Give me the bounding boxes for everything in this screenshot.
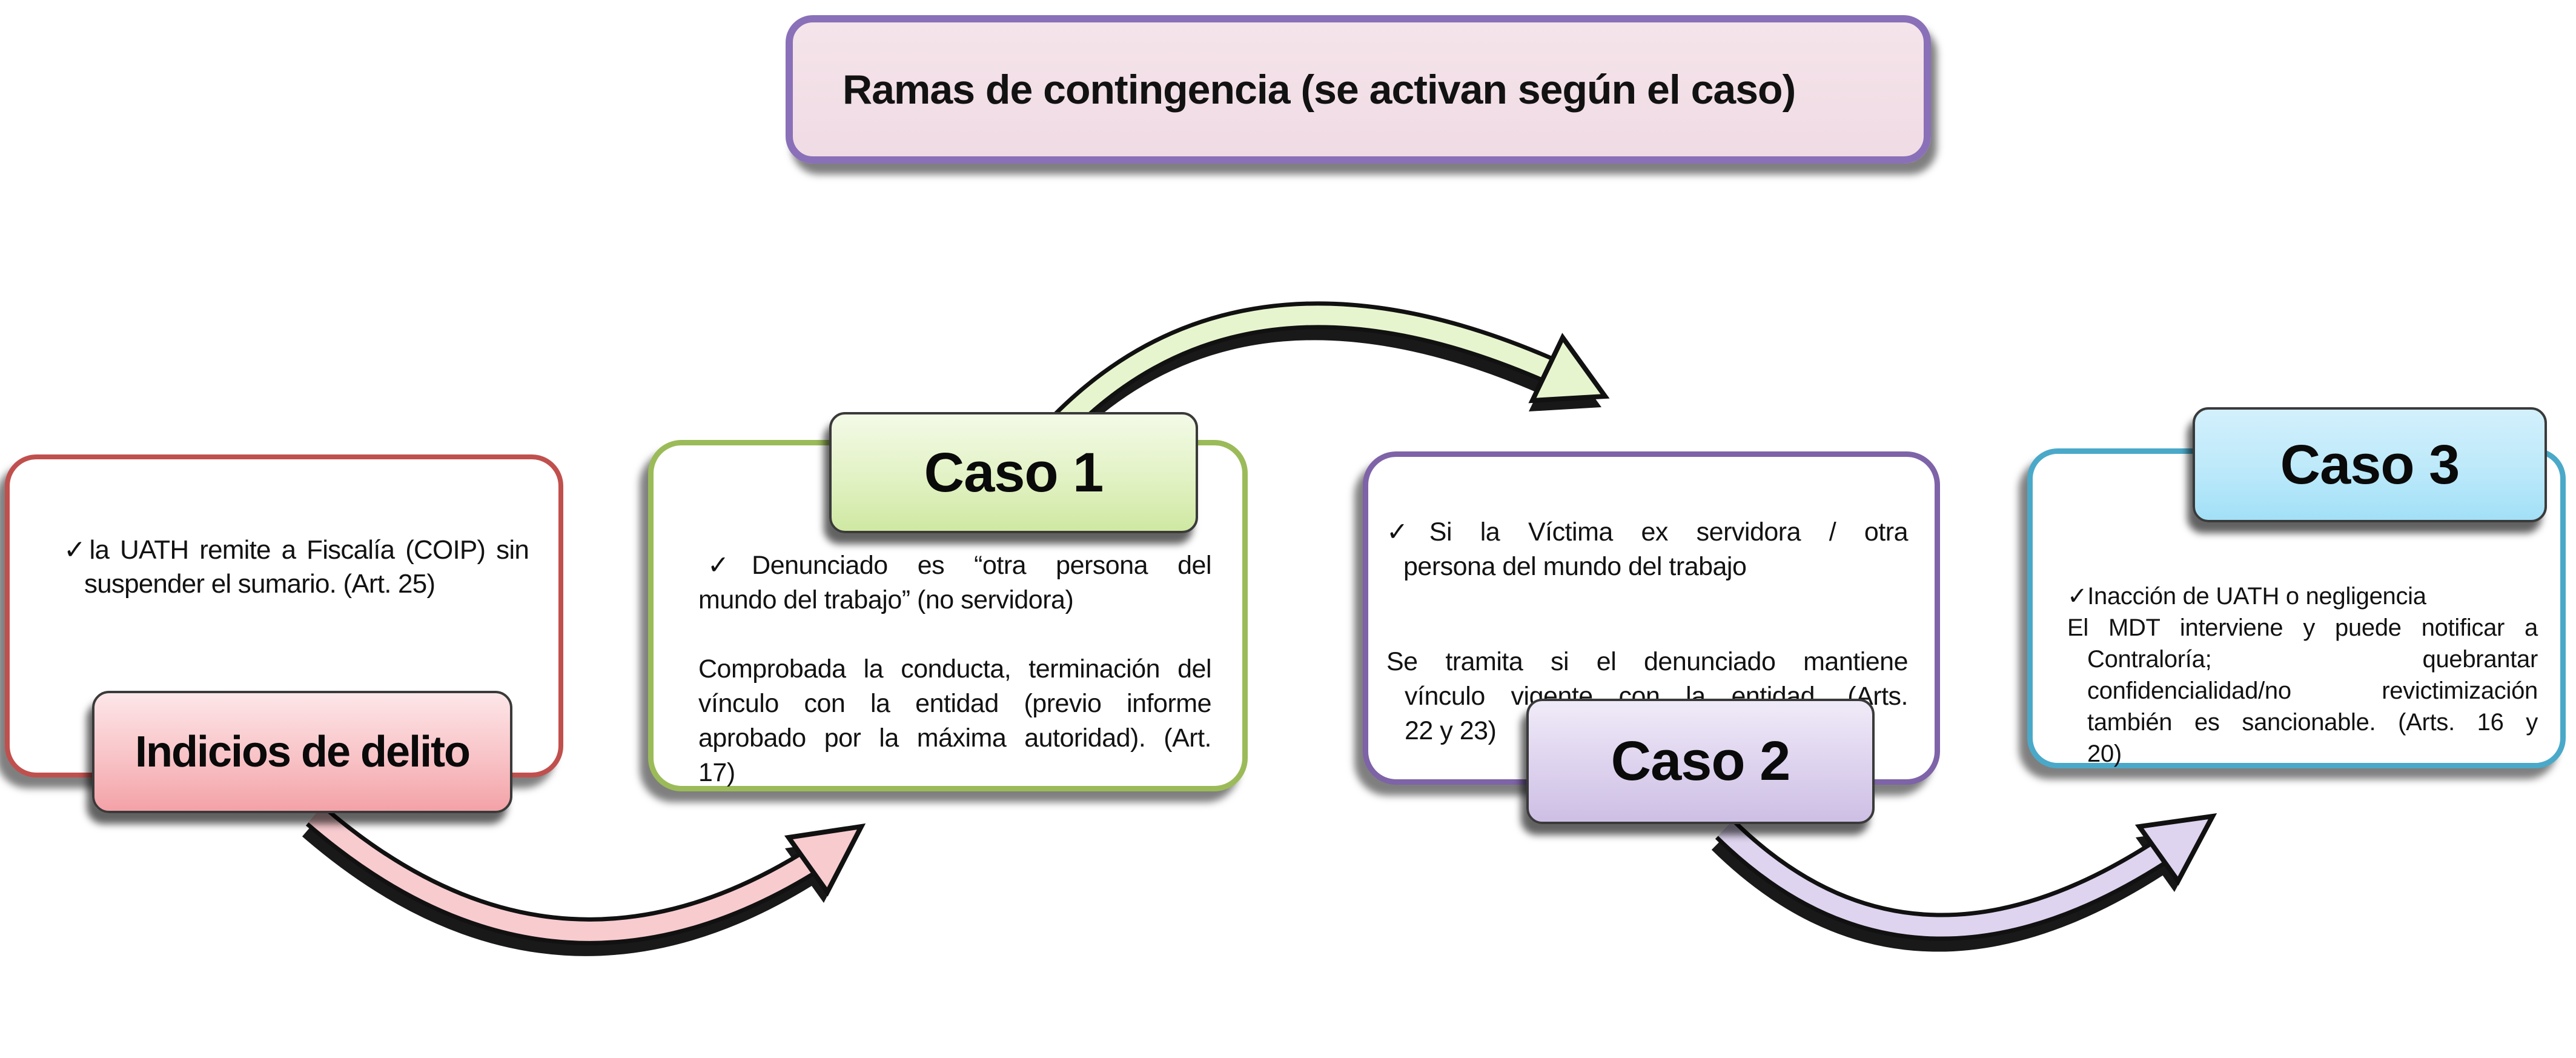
caso1-line: vínculo con la entidad (previo informe	[698, 689, 1212, 718]
green-arrowhead-icon	[1528, 333, 1610, 404]
title-box: Ramas de contingencia (se activan según …	[786, 15, 1931, 164]
caso1-line: Comprobada la conducta, terminación del	[698, 654, 1212, 684]
caso3-line: 20)	[2087, 740, 2122, 767]
caso3-line: El MDT interviene y puede notificar a	[2067, 614, 2538, 641]
arrow-caso2-to-caso3	[1711, 813, 2217, 952]
caso2-label: Caso 2	[1526, 699, 1875, 824]
caso2-label-text: Caso 2	[1611, 730, 1791, 792]
purple-arrowhead-icon	[2134, 813, 2217, 886]
delito-label-text: Indicios de delito	[134, 728, 471, 776]
arrow-delito-to-caso1	[302, 804, 866, 956]
caso3-header: Caso 3	[2193, 407, 2547, 522]
caso3-line: ✓Inacción de UATH o negligencia	[2067, 583, 2426, 610]
caso3-line: también es sancionable. (Arts. 16 y	[2087, 709, 2538, 736]
caso1-text: ✓Denunciado es “otra persona del mundo d…	[698, 548, 1212, 790]
caso3-line: Contraloría; quebrantar	[2087, 646, 2538, 673]
delito-label: Indicios de delito	[92, 691, 512, 813]
delito-text: ✓la UATH remite a Fiscalía (COIP) sin su…	[64, 533, 529, 601]
caso2-line: persona del mundo del trabajo	[1403, 552, 1747, 581]
caso2-line: Se tramita si el denunciado mantiene	[1386, 647, 1909, 676]
arrow-caso1-to-caso2	[1048, 301, 1610, 445]
caso1-line: ✓Denunciado es “otra persona del	[707, 551, 1212, 580]
caso1-line: aprobado por la máxima autoridad). (Art.	[698, 724, 1212, 753]
caso2-line: 22 y 23)	[1405, 716, 1497, 745]
pink-arrow-icon	[308, 807, 838, 941]
caso1-header: Caso 1	[829, 412, 1198, 533]
caso2-line: ✓Si la Víctima ex servidora / otra	[1386, 517, 1909, 547]
purple-arrow-icon	[1718, 822, 2190, 937]
green-arrow-icon	[1055, 305, 1579, 431]
delito-line: ✓la UATH remite a Fiscalía (COIP) sin	[64, 535, 529, 565]
caso1-header-text: Caso 1	[924, 441, 1104, 504]
caso3-text: ✓Inacción de UATH o negligencia El MDT i…	[2067, 581, 2538, 770]
caso1-line: 17)	[698, 758, 735, 787]
caso2-text: ✓Si la Víctima ex servidora / otra perso…	[1386, 515, 1909, 748]
caso1-line: mundo del trabajo” (no servidora)	[698, 585, 1074, 614]
delito-line: suspender el sumario. (Art. 25)	[84, 569, 435, 599]
caso3-header-text: Caso 3	[2280, 433, 2460, 496]
pink-arrowhead-icon	[784, 823, 866, 897]
page-title: Ramas de contingencia (se activan según …	[843, 66, 1796, 113]
caso3-line: confidencialidad/no revictimización	[2087, 677, 2538, 704]
